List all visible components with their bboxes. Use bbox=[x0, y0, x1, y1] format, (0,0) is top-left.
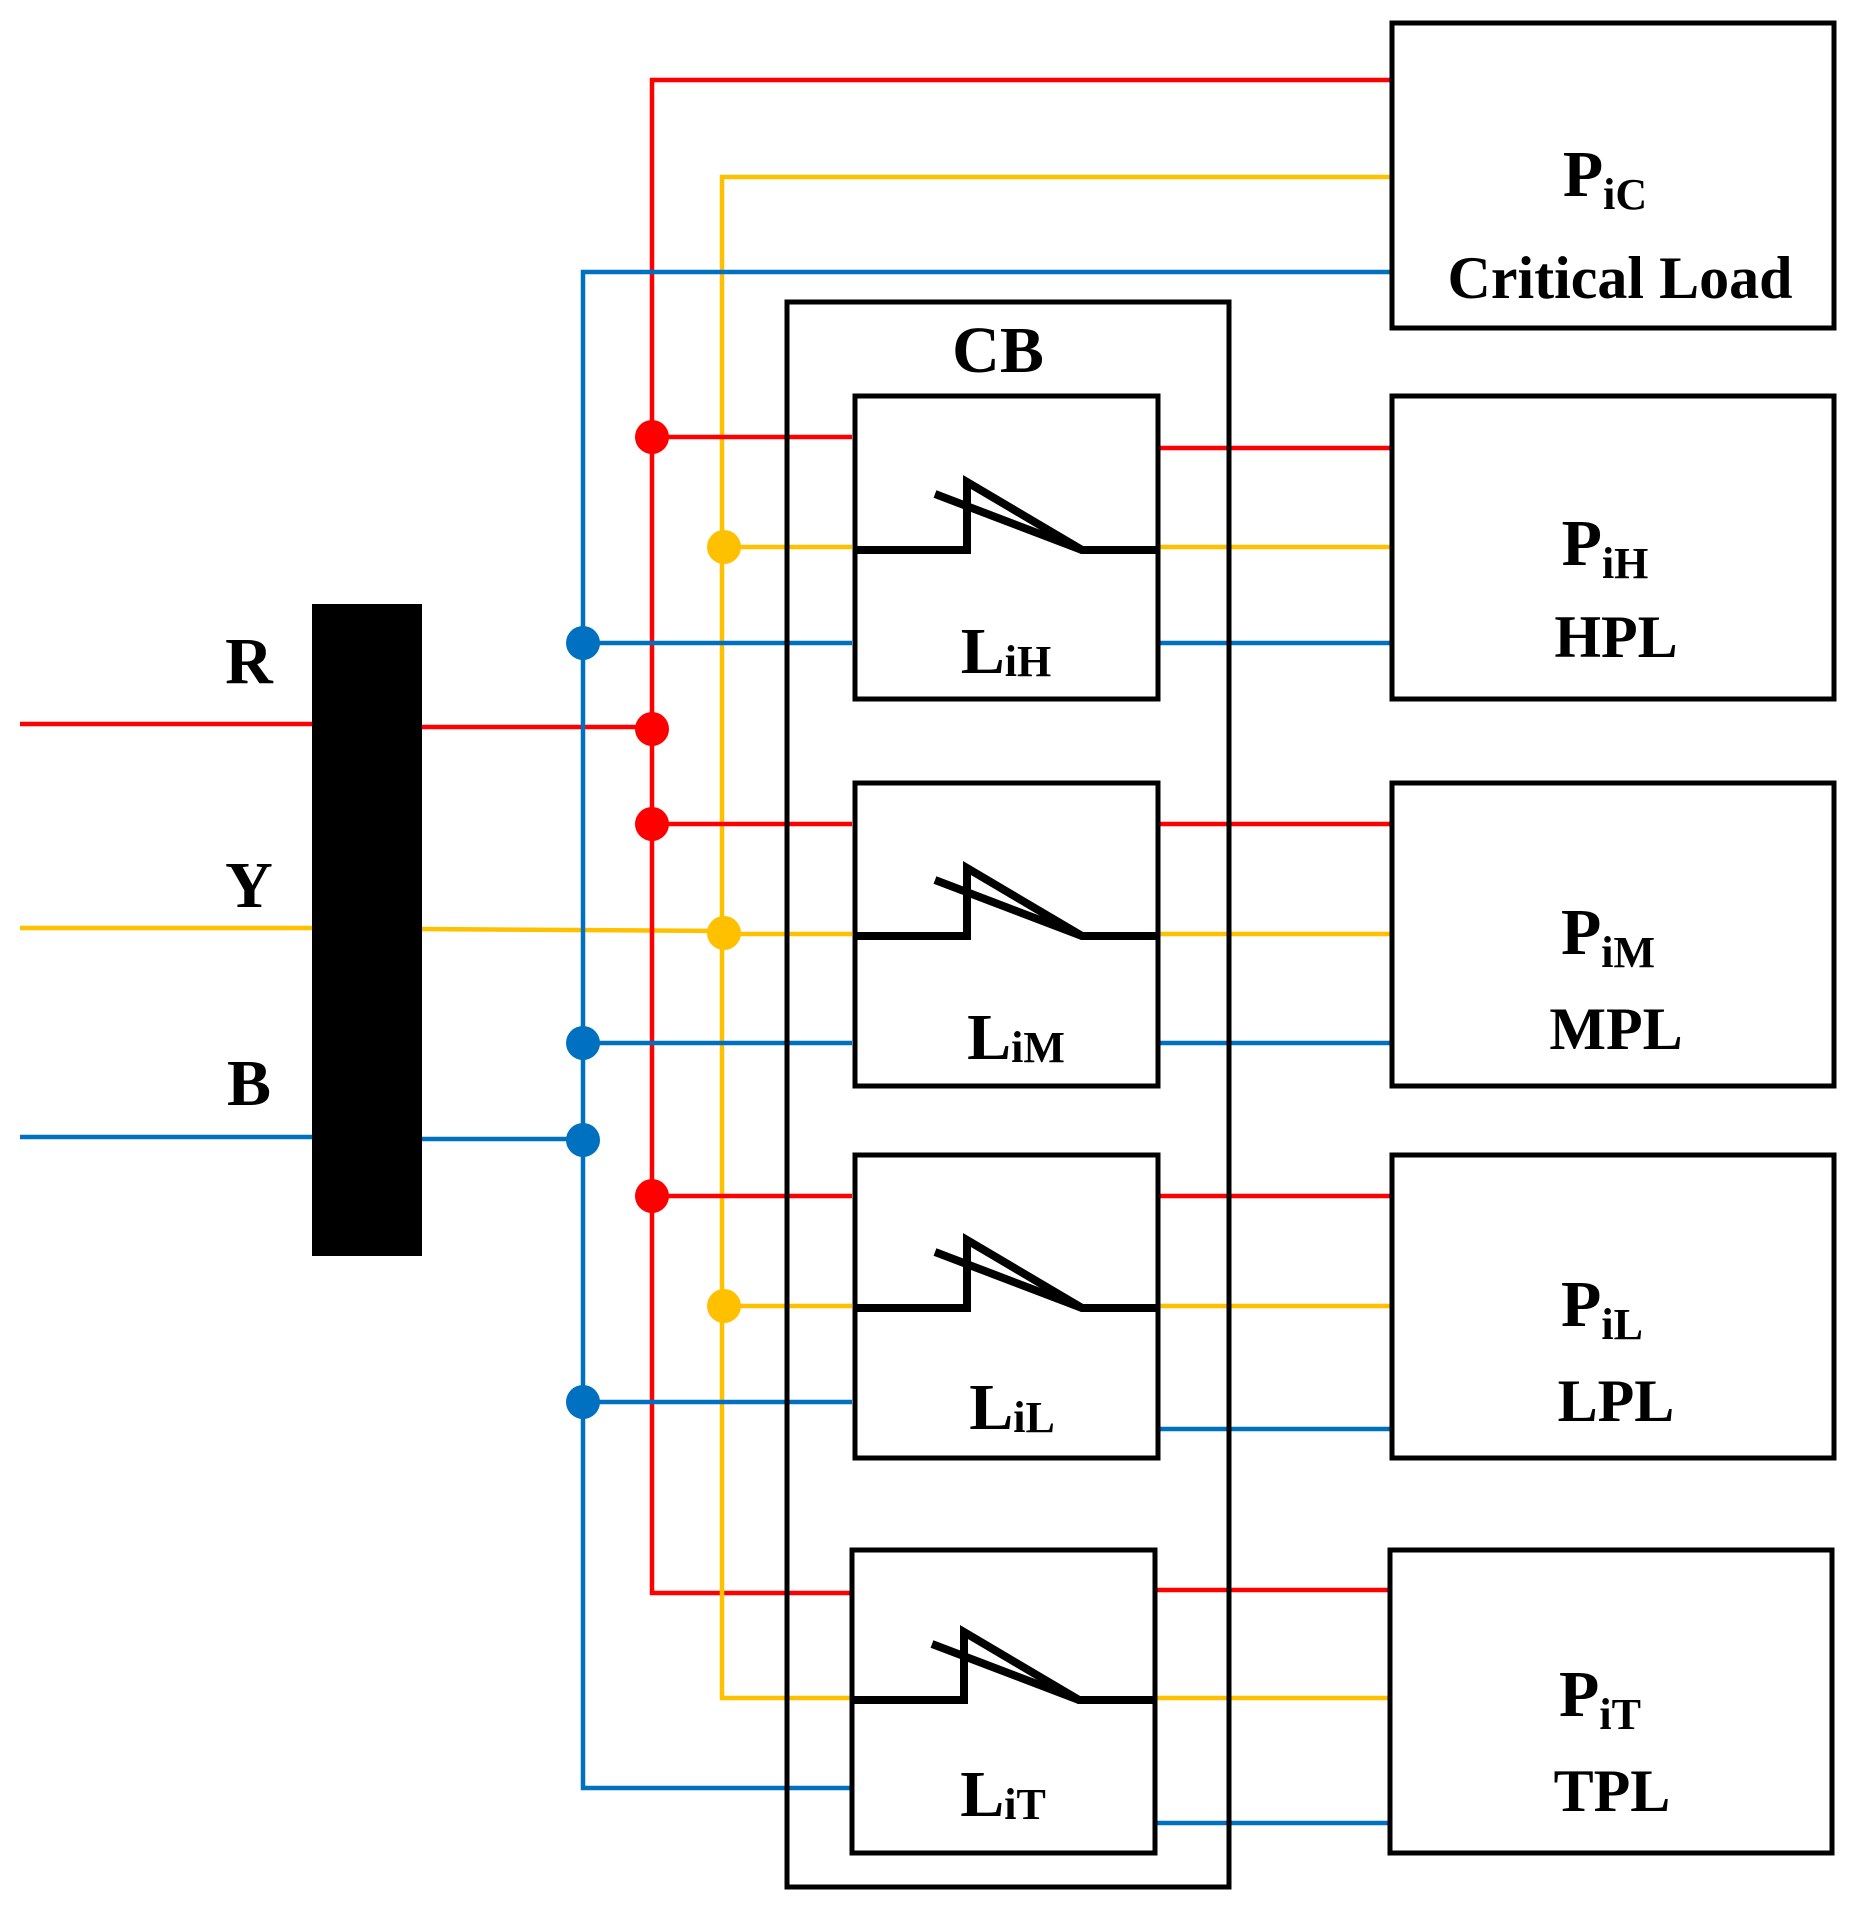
busbar bbox=[312, 604, 422, 1256]
switch-symbol bbox=[855, 474, 1158, 554]
junction-dots bbox=[566, 420, 741, 1419]
junction-dot bbox=[707, 916, 741, 950]
bus-y-feed-wire bbox=[419, 926, 723, 934]
load-box bbox=[1389, 780, 1837, 1089]
switch-blade bbox=[933, 876, 1084, 940]
load-symbol: PiT bbox=[1559, 1658, 1641, 1739]
load-box bbox=[1389, 1152, 1837, 1461]
cb-group-box bbox=[784, 299, 1232, 1890]
breaker-lil[interactable]: LiL bbox=[852, 1152, 1161, 1461]
wiring bbox=[20, 77, 1392, 1826]
switch-blade bbox=[933, 1248, 1084, 1312]
breaker-label: LiH bbox=[961, 615, 1051, 688]
breaker-lit[interactable]: LiT bbox=[849, 1547, 1158, 1856]
load-symbol: PiL bbox=[1561, 1268, 1643, 1349]
load-box bbox=[1387, 1547, 1835, 1856]
junction-dot bbox=[566, 1026, 600, 1060]
load-name: TPL bbox=[1554, 1758, 1671, 1824]
phase-label-b: B bbox=[227, 1047, 271, 1120]
breaker-lih[interactable]: LiH bbox=[852, 393, 1161, 702]
junction-dot bbox=[566, 1385, 600, 1419]
switch-blade bbox=[933, 490, 1084, 554]
junction-dot bbox=[707, 1289, 741, 1323]
load-name: Critical Load bbox=[1448, 245, 1793, 311]
switch-symbol bbox=[855, 860, 1158, 940]
breaker-label: LiT bbox=[960, 1758, 1046, 1831]
junction-dot bbox=[635, 420, 669, 454]
load-lpl[interactable]: PiL LPL bbox=[1389, 1152, 1837, 1461]
load-name: HPL bbox=[1554, 604, 1677, 670]
switch-blade bbox=[930, 1640, 1081, 1704]
load-box bbox=[1389, 20, 1837, 331]
breaker-label: LiM bbox=[967, 1001, 1065, 1074]
junction-dot bbox=[707, 530, 741, 564]
junction-dot bbox=[566, 626, 600, 660]
cb-group-label: CB bbox=[952, 314, 1044, 387]
load-tpl[interactable]: PiT TPL bbox=[1387, 1547, 1835, 1856]
load-box bbox=[1389, 393, 1837, 702]
breaker-lim[interactable]: LiM bbox=[852, 780, 1161, 1089]
load-symbol: PiC bbox=[1563, 138, 1647, 219]
vertical-bus-r bbox=[649, 77, 852, 1596]
load-mpl[interactable]: PiM MPL bbox=[1389, 780, 1837, 1089]
load-critical[interactable]: PiC Critical Load bbox=[1389, 20, 1837, 331]
junction-dot bbox=[635, 1179, 669, 1213]
vertical-bus-y bbox=[719, 174, 1392, 1701]
load-hpl[interactable]: PiH HPL bbox=[1389, 393, 1837, 702]
load-name: LPL bbox=[1558, 1368, 1675, 1434]
junction-dot bbox=[566, 1123, 600, 1157]
load-symbol: PiH bbox=[1562, 507, 1649, 588]
junction-dot bbox=[635, 712, 669, 746]
phase-label-r: R bbox=[225, 625, 274, 698]
switch-symbol bbox=[852, 1624, 1155, 1704]
phase-label-y: Y bbox=[225, 849, 273, 922]
junction-dot bbox=[635, 807, 669, 841]
switch-symbol bbox=[855, 1232, 1158, 1312]
load-name: MPL bbox=[1549, 996, 1682, 1062]
load-symbol: PiM bbox=[1561, 896, 1655, 977]
breaker-label: LiL bbox=[969, 1371, 1055, 1444]
